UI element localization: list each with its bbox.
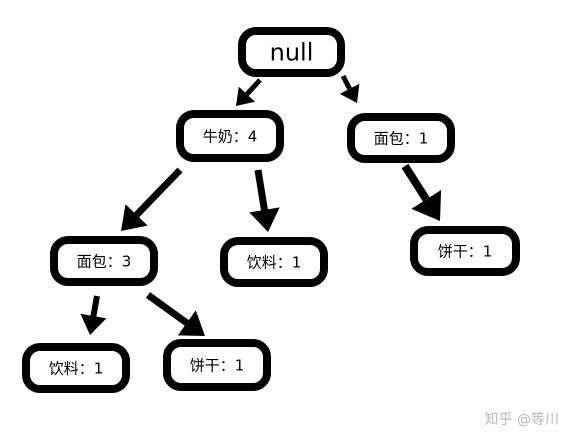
edge-arrowhead bbox=[249, 207, 280, 232]
edge-arrowhead bbox=[236, 86, 255, 106]
node-label: 饼干：1 bbox=[438, 242, 493, 260]
edge-arrow bbox=[249, 169, 280, 232]
edge-shaft bbox=[145, 292, 189, 326]
tree-node-drink-bottom: 饮料：1 bbox=[22, 343, 130, 393]
node-box bbox=[347, 113, 455, 163]
node-label: 饼干：1 bbox=[190, 356, 245, 374]
node-box bbox=[163, 339, 271, 391]
node-label: null bbox=[270, 38, 314, 66]
node-label: 面包：3 bbox=[77, 252, 132, 270]
watermark: 知乎 @等川 bbox=[484, 412, 559, 428]
node-box bbox=[220, 237, 328, 287]
edge-shaft bbox=[245, 78, 262, 96]
edge-shaft bbox=[90, 295, 100, 317]
tree-node-milk: 牛奶：4 bbox=[176, 110, 284, 162]
edge-arrowhead bbox=[121, 204, 148, 231]
tree-node-biscuit-right: 饼干：1 bbox=[410, 226, 520, 276]
edge-arrowhead bbox=[339, 83, 360, 103]
tree-node-biscuit-bottom: 饼干：1 bbox=[163, 339, 271, 391]
tree-node-root: null bbox=[238, 27, 345, 77]
edge-arrowhead bbox=[411, 189, 442, 221]
edge-arrow bbox=[80, 295, 107, 335]
node-box bbox=[176, 110, 284, 162]
node-label: 饮料：1 bbox=[247, 253, 302, 271]
node-box bbox=[238, 27, 345, 77]
node-label: 面包：1 bbox=[374, 129, 429, 147]
node-box bbox=[22, 343, 130, 393]
edge-shaft bbox=[401, 163, 430, 202]
edge-arrow bbox=[236, 78, 262, 106]
edge-arrow bbox=[401, 163, 442, 221]
edge-arrowhead bbox=[177, 310, 205, 336]
node-box bbox=[410, 226, 520, 276]
edge-arrow bbox=[339, 74, 360, 103]
node-box bbox=[50, 236, 158, 286]
tree-node-bread-top: 面包：1 bbox=[347, 113, 455, 163]
edge-shaft bbox=[134, 167, 183, 218]
edge-arrow bbox=[121, 167, 183, 231]
edge-shaft bbox=[340, 74, 352, 90]
edge-arrowhead bbox=[80, 313, 107, 335]
edge-arrow bbox=[145, 292, 205, 336]
node-label: 牛奶：4 bbox=[203, 127, 258, 145]
tree-node-bread-left: 面包：3 bbox=[50, 236, 158, 286]
tree-node-drink-mid: 饮料：1 bbox=[220, 237, 328, 287]
edge-shaft bbox=[254, 169, 268, 211]
node-label: 饮料：1 bbox=[49, 359, 104, 377]
